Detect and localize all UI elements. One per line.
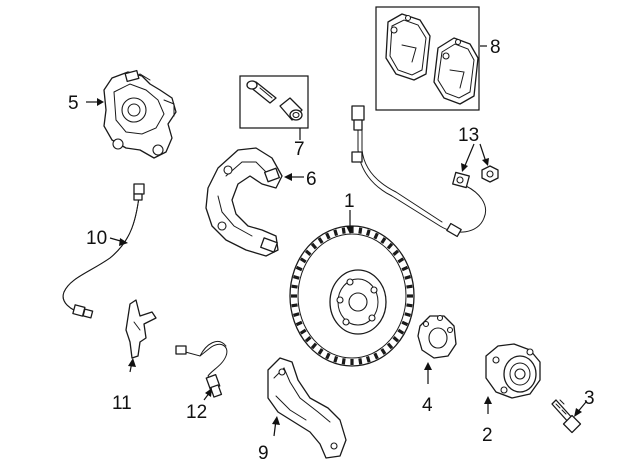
rotor-vent-slot (325, 352, 331, 360)
rotor-vent-slot (291, 284, 298, 289)
rotor-vent-slot (386, 242, 394, 250)
rotor-vent-slot (401, 320, 409, 327)
rotor-vent-slot (392, 249, 400, 256)
rotor-vent-slot (406, 284, 413, 289)
brake-caliper: 5 (68, 69, 177, 159)
callout-9: 9 (258, 443, 269, 464)
callout-5: 5 (68, 93, 79, 114)
callout-1: 1 (344, 191, 355, 212)
rotor-vent-slot (365, 229, 371, 237)
callout-2: 2 (482, 425, 493, 446)
callout-7: 7 (294, 139, 305, 160)
rotor-vent-slot (373, 232, 379, 240)
brake-pads-box: 8 (375, 6, 501, 111)
rotor-vent-slots (291, 227, 413, 365)
hose-bracket: 11 (112, 299, 157, 414)
guide-bushing (279, 97, 303, 121)
rotor-vent-slot (292, 275, 300, 280)
pin-kit-box-frame (239, 75, 309, 129)
rotor-vent-slot (295, 320, 303, 327)
rotor-vent-slot (341, 227, 346, 234)
rotor-vent-slot (397, 257, 405, 264)
hub-adapter: 4 (417, 314, 457, 416)
abs-sensor-bolt (481, 165, 499, 183)
rotor-vent-slot (350, 359, 354, 365)
rotor-vent-slot (304, 249, 312, 256)
rotor-vent-slot (386, 342, 394, 350)
wear-sensor: 12 (175, 341, 228, 423)
rotor-vent-slot (373, 352, 379, 360)
rotor-vent-slot (310, 242, 318, 250)
guide-pin (246, 80, 277, 104)
rotor-vent-slot (299, 257, 307, 264)
wheel-hub: 2 (482, 343, 541, 446)
rotor-vent-slot (325, 232, 331, 240)
callout-8: 8 (490, 37, 501, 58)
hub-bolt: 3 (551, 388, 595, 434)
rotor-vent-slot (365, 355, 371, 363)
rotor-vent-slot (358, 358, 363, 365)
rotor-vent-slot (380, 348, 387, 355)
rotor-vent-slot (317, 237, 324, 244)
callout-3: 3 (584, 388, 595, 409)
dust-shield: 9 (258, 357, 347, 464)
rotor-vent-slot (358, 227, 363, 234)
rotor-vent-slot (380, 237, 387, 244)
rotor-vent-slot (333, 355, 339, 363)
rotor-vent-slot (291, 294, 297, 298)
rotor-vent-slot (295, 265, 303, 272)
rotor-vent-slot (404, 312, 412, 317)
brake-rotor: 1 (289, 191, 415, 367)
rotor-vent-slot (299, 328, 307, 335)
brake-pad-right (433, 37, 479, 105)
callout-11: 11 (112, 393, 132, 414)
callout-4: 4 (422, 395, 433, 416)
brake-hose: 10 (62, 183, 145, 319)
rotor-vent-slot (341, 358, 346, 365)
callout-13: 13 (458, 125, 479, 146)
rotor-vent-slot (406, 303, 413, 308)
caliper-bracket: 6 (205, 147, 317, 257)
rotor-vent-slot (392, 336, 400, 343)
callout-10: 10 (86, 228, 107, 249)
rotor-vent-slot (407, 294, 413, 298)
brake-pad-left (385, 13, 431, 81)
pads-box-frame (375, 6, 480, 111)
rotor-vent-slot (333, 229, 339, 237)
rotor-vent-slot (401, 265, 409, 272)
callout-12: 12 (186, 402, 207, 423)
callout-6: 6 (306, 169, 317, 190)
abs-sensor: 13 (351, 105, 499, 238)
rotor-vent-slot (397, 328, 405, 335)
rotor-vent-slot (291, 303, 298, 308)
rotor-vent-slot (304, 336, 312, 343)
guide-pin-kit: 7 (239, 75, 309, 160)
rotor-vent-slot (292, 312, 300, 317)
rotor-vent-slot (310, 342, 318, 350)
rotor-vent-slot (404, 275, 412, 280)
rotor-vent-slot (317, 348, 324, 355)
